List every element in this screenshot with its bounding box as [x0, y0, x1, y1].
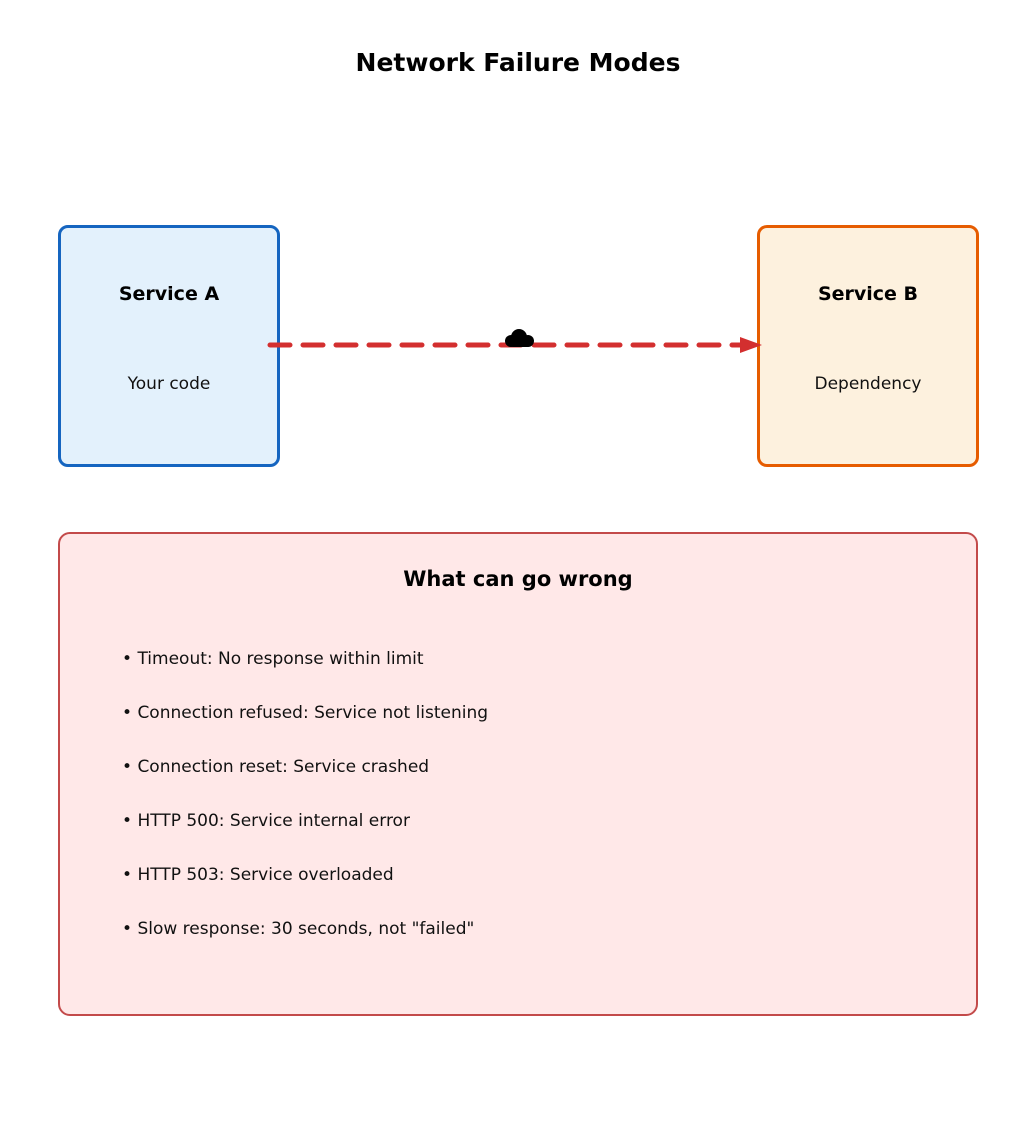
- failure-box-title: What can go wrong: [403, 567, 633, 591]
- list-item: Slow response: 30 seconds, not "failed": [122, 918, 936, 940]
- list-item: Timeout: No response within limit: [122, 648, 936, 670]
- list-item: HTTP 500: Service internal error: [122, 810, 936, 832]
- service-b-box: Service B Dependency: [757, 225, 979, 467]
- list-item: Connection refused: Service not listenin…: [122, 702, 936, 724]
- failure-list: Timeout: No response within limit Connec…: [122, 648, 936, 940]
- service-a-label: Service A: [118, 283, 220, 305]
- failure-modes-box: What can go wrong Timeout: No response w…: [58, 532, 978, 1016]
- list-item: HTTP 503: Service overloaded: [122, 864, 936, 886]
- page-title: Network Failure Modes: [355, 48, 681, 77]
- list-item: Connection reset: Service crashed: [122, 756, 936, 778]
- service-b-label: Service B: [817, 283, 919, 305]
- cloud-icon: [505, 329, 534, 347]
- dashed-arrow: [267, 337, 762, 353]
- service-a-box: Service A Your code: [58, 225, 280, 467]
- service-b-sublabel: Dependency: [814, 374, 922, 394]
- service-a-sublabel: Your code: [127, 374, 211, 394]
